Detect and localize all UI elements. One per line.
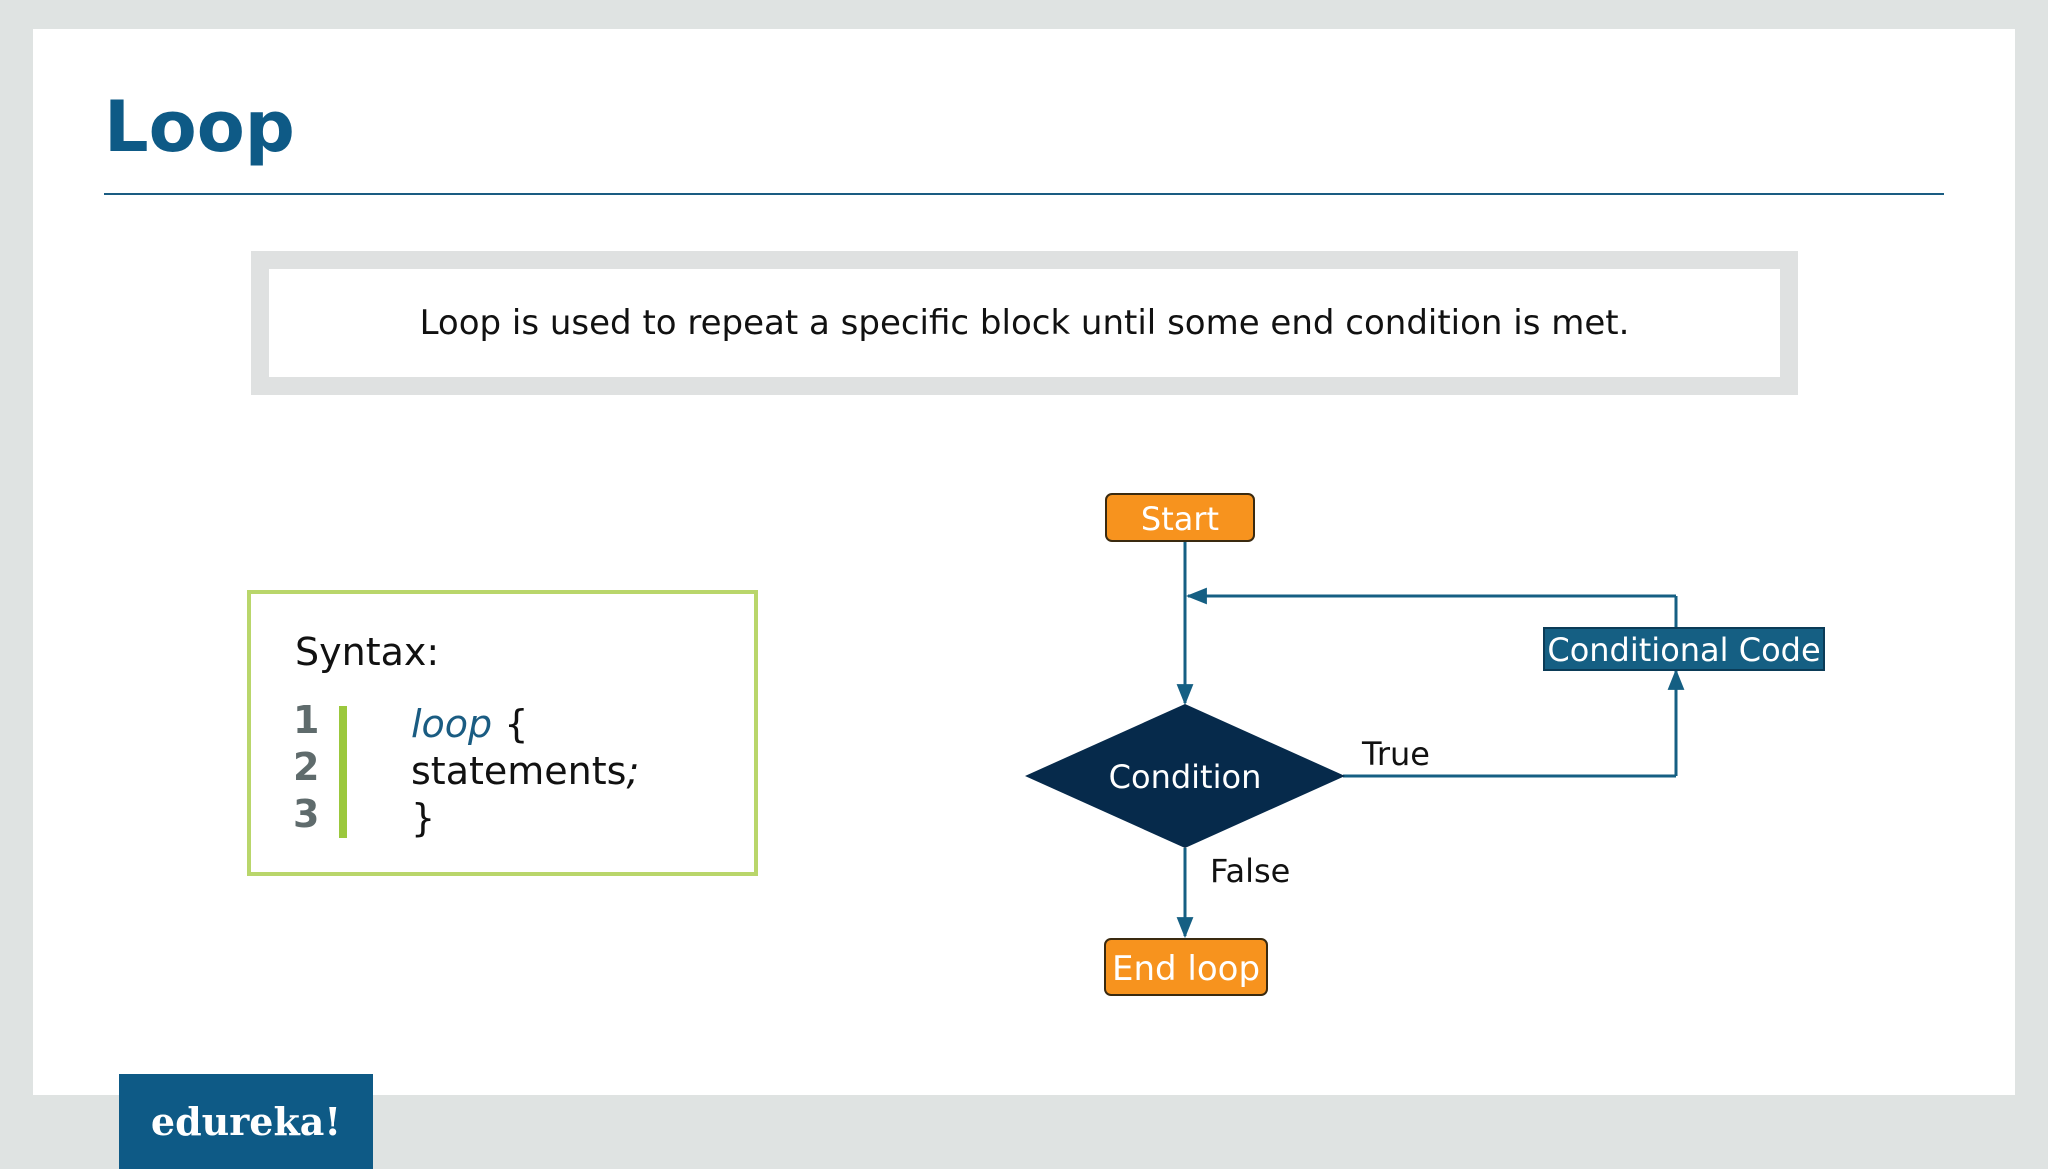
code-keyword-loop: loop <box>411 702 493 746</box>
start-label: Start <box>1141 500 1219 538</box>
code-line-1: loop { <box>411 702 528 746</box>
line-number-3: 3 <box>293 792 320 836</box>
true-branch-label: True <box>1361 735 1430 773</box>
syntax-label: Syntax: <box>295 630 440 674</box>
code-line-3: } <box>411 796 435 840</box>
definition-text: Loop is used to repeat a specific block … <box>419 303 1630 343</box>
slide-title: Loop <box>104 86 295 168</box>
false-branch-label: False <box>1210 852 1290 890</box>
code-line-2: statements; <box>411 749 639 793</box>
line-number-2: 2 <box>293 745 320 789</box>
line-number-1: 1 <box>293 698 320 742</box>
conditional-code-label: Conditional Code <box>1547 631 1820 669</box>
condition-diamond <box>1025 704 1345 848</box>
slide-canvas <box>33 29 2015 1095</box>
brand-logo: edureka! <box>119 1074 373 1169</box>
end-loop-node <box>1104 938 1268 996</box>
code-close-brace: } <box>411 796 436 840</box>
code-gutter-bar <box>339 706 347 838</box>
definition-box: Loop is used to repeat a specific block … <box>251 251 1798 395</box>
condition-label: Condition <box>1109 758 1262 796</box>
end-loop-label: End loop <box>1112 949 1260 989</box>
definition-box-inner: Loop is used to repeat a specific block … <box>269 269 1780 377</box>
start-node <box>1105 493 1255 542</box>
title-divider <box>104 193 1944 195</box>
code-statements: statements <box>411 749 627 793</box>
syntax-box: Syntax: 1 2 3 loop { statements; } <box>247 590 758 876</box>
brand-logo-text: edureka! <box>150 1099 342 1144</box>
code-open-brace: { <box>492 702 529 746</box>
conditional-code-node <box>1543 627 1825 671</box>
code-semicolon: ; <box>626 749 640 793</box>
